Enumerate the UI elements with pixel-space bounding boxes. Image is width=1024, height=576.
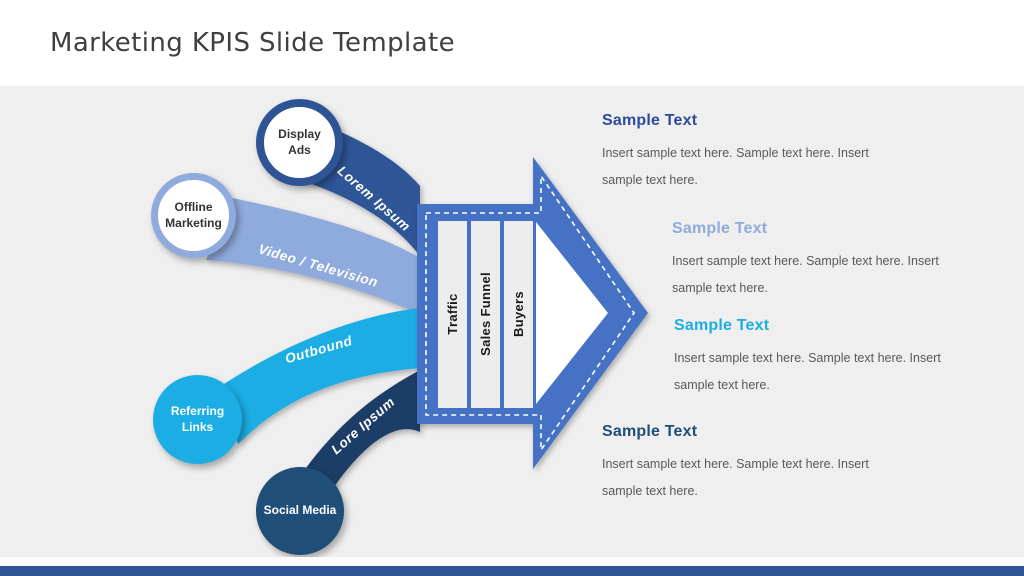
circle-offline-marketing-label: Offline Marketing <box>165 199 222 230</box>
stage-label-sales-funnel: Sales Funnel <box>478 272 493 356</box>
text-block-1-heading: Sample Text <box>602 112 698 129</box>
ribbon-lore-ipsum <box>306 370 420 490</box>
circle-display-ads: Display Ads <box>256 99 343 186</box>
circle-social-media: Social Media <box>256 467 344 555</box>
ribbon-video-television <box>206 198 420 314</box>
text-block-4-heading: Sample Text <box>602 423 698 440</box>
text-block-2-heading: Sample Text <box>672 220 768 237</box>
page-title: Marketing KPIS Slide Template <box>50 28 455 58</box>
stage-bar-traffic <box>438 221 467 408</box>
text-block-3: Sample Text Insert sample text here. Sam… <box>674 317 964 399</box>
text-block-4-line-1: Insert sample text here. Sample text her… <box>602 457 869 471</box>
text-block-1: Sample Text Insert sample text here. Sam… <box>602 112 892 194</box>
ribbon-outbound <box>224 308 420 444</box>
footer-highlight-line <box>0 557 1024 566</box>
stage-label-buyers: Buyers <box>511 291 526 337</box>
circle-referring-links: Referring Links <box>153 375 242 464</box>
circle-social-media-label: Social Media <box>263 503 337 518</box>
text-block-4-line-2: sample text here. <box>602 484 698 498</box>
text-block-1-line-2: sample text here. <box>602 173 698 187</box>
stage-bar-sales-funnel <box>471 221 500 408</box>
arrow-inner-triangle <box>536 222 608 404</box>
stage-label-traffic: Traffic <box>445 293 460 334</box>
text-block-3-heading: Sample Text <box>674 317 770 334</box>
circle-display-ads-label: Display Ads <box>278 126 321 157</box>
circle-referring-links-label: Referring Links <box>170 403 225 434</box>
text-block-4: Sample Text Insert sample text here. Sam… <box>602 423 892 505</box>
footer-bar <box>0 566 1024 576</box>
circle-offline-marketing: Offline Marketing <box>151 173 236 258</box>
text-block-3-line-1: Insert sample text here. Sample text her… <box>674 351 941 365</box>
text-block-2-line-2: sample text here. <box>672 281 768 295</box>
stage-bar-buyers <box>504 221 533 408</box>
text-block-2-line-1: Insert sample text here. Sample text her… <box>672 254 939 268</box>
text-block-2: Sample Text Insert sample text here. Sam… <box>672 220 962 302</box>
arrow-dashed-border <box>425 173 635 453</box>
text-block-3-line-2: sample text here. <box>674 378 770 392</box>
text-block-1-line-1: Insert sample text here. Sample text her… <box>602 146 869 160</box>
